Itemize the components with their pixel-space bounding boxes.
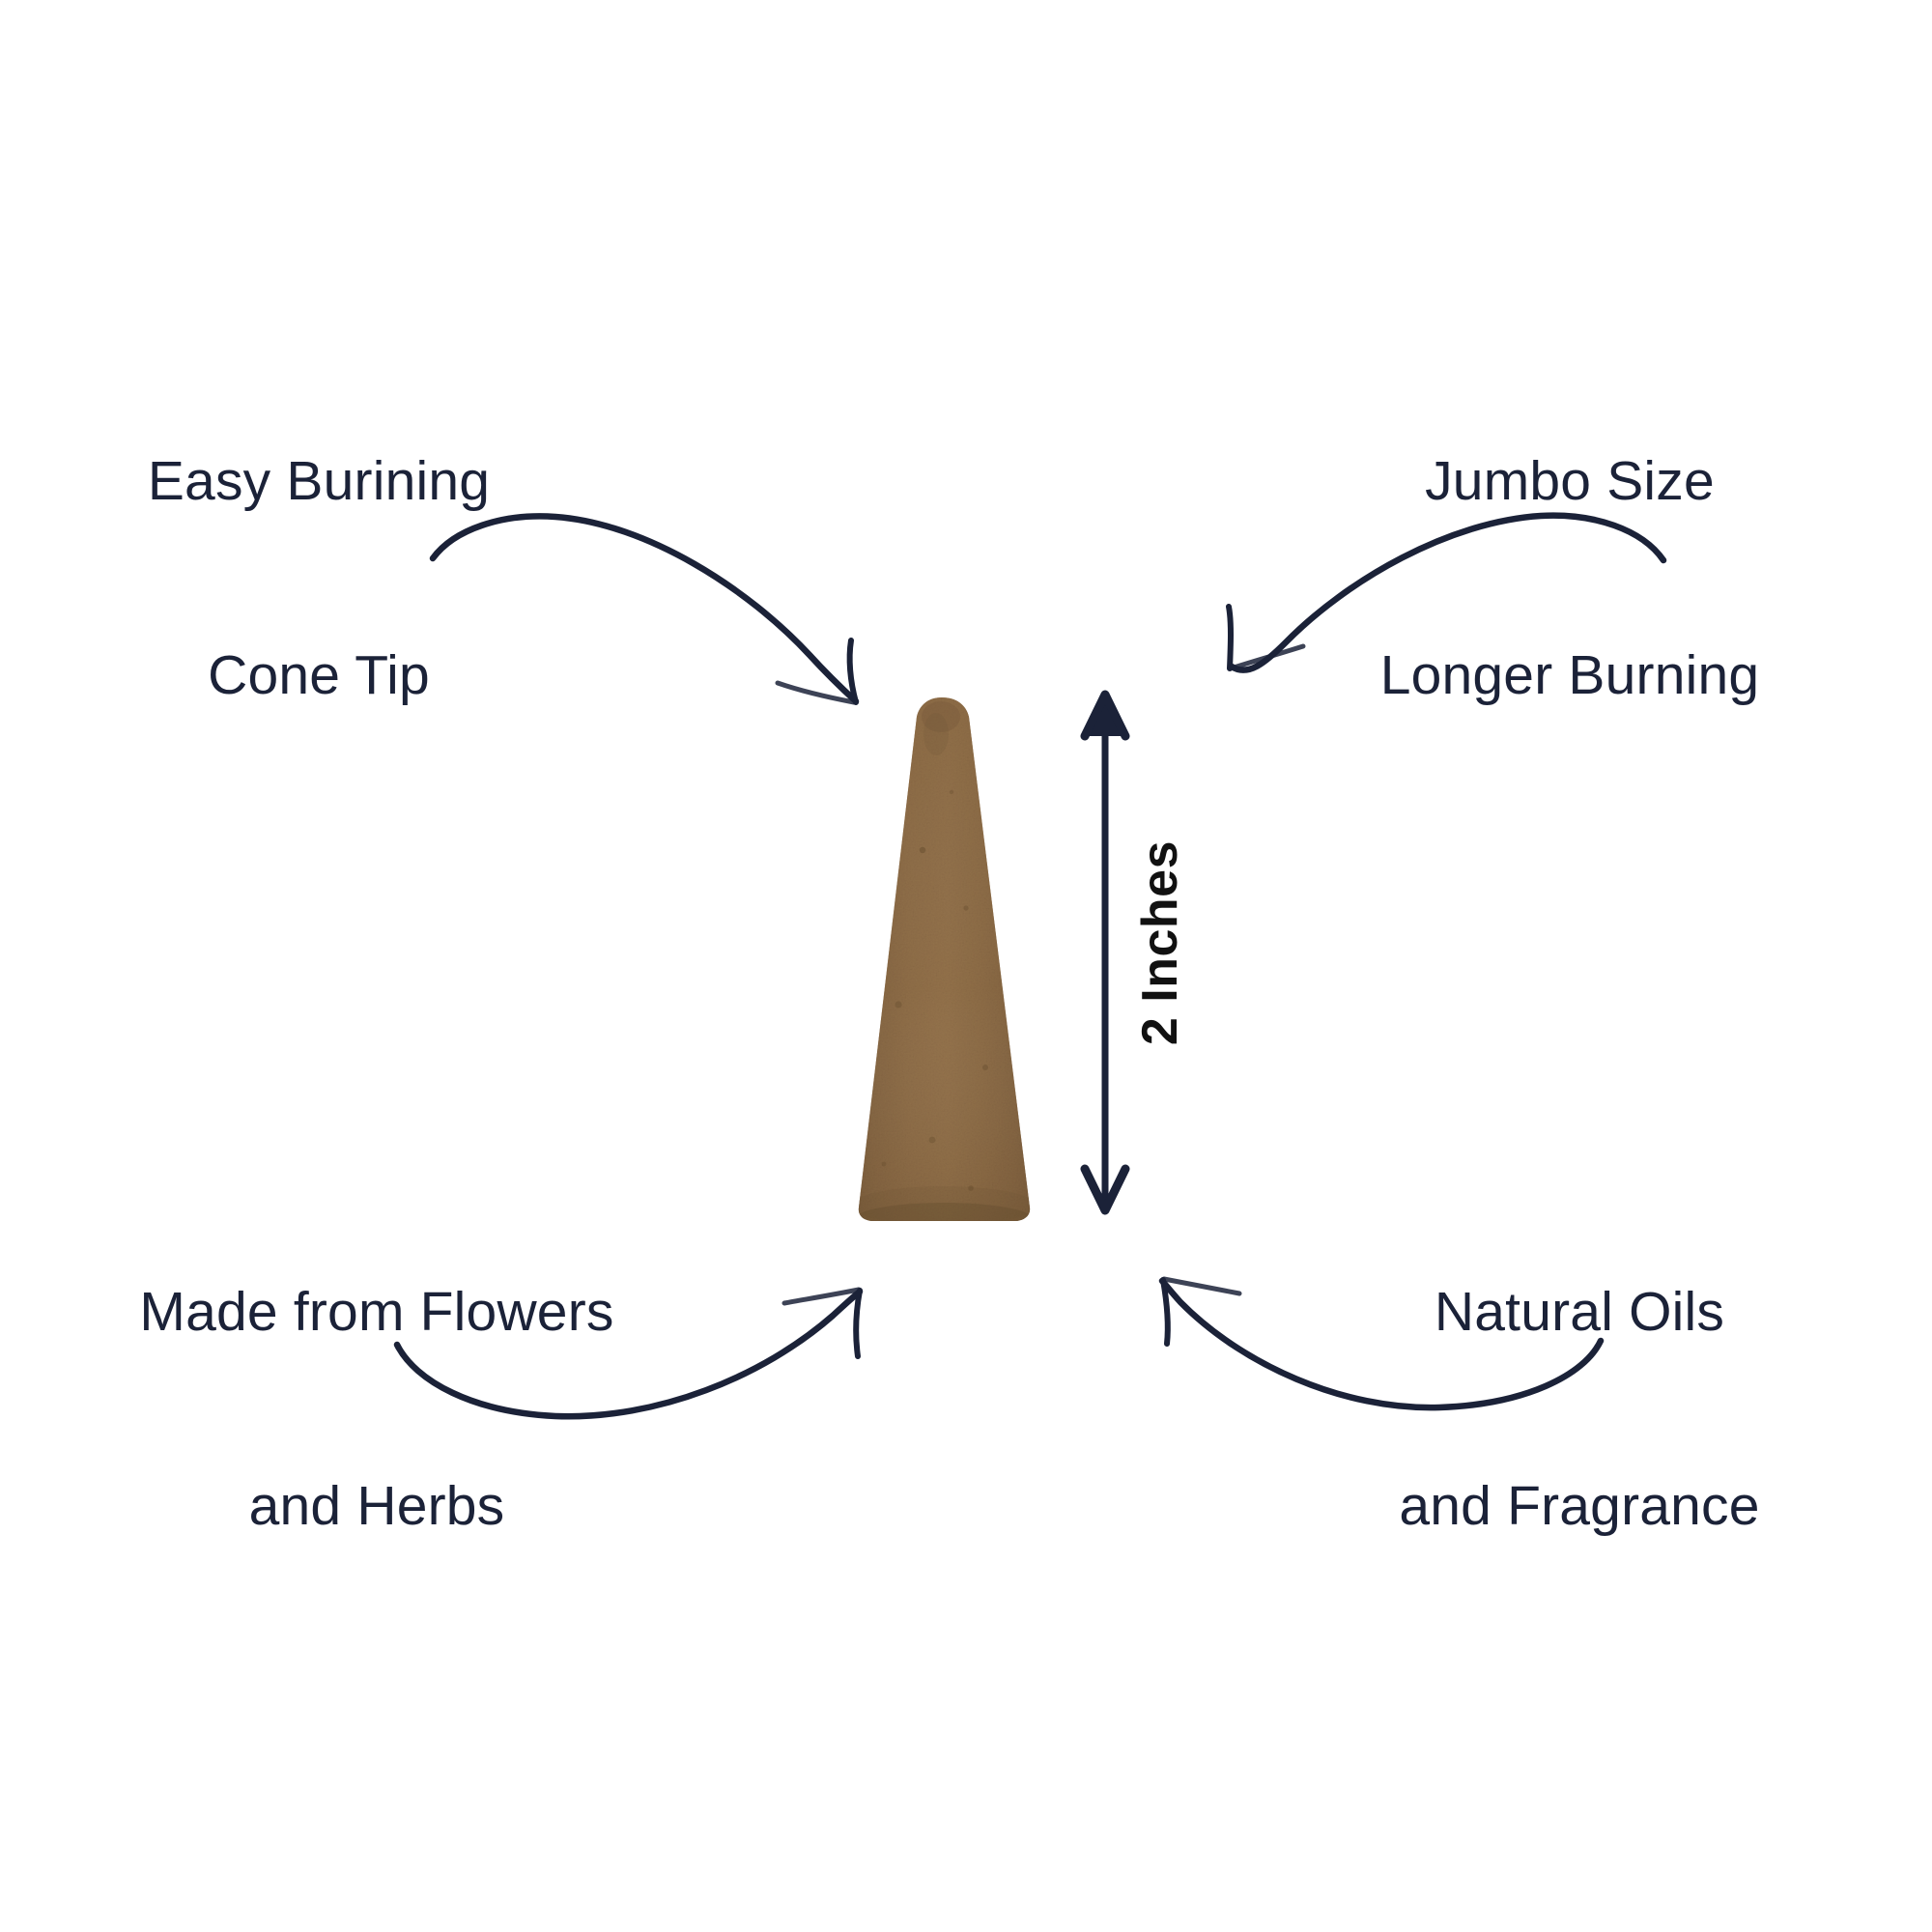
curved-arrow-top-left-barb-left <box>775 680 857 705</box>
curved-arrow-bottom-right <box>1158 1276 1605 1411</box>
curved-arrow-top-right-barb-right <box>1228 643 1306 671</box>
cone-tip-shadow <box>922 701 960 732</box>
callout-easy-burning-line-2: Cone Tip <box>208 644 430 707</box>
dimension-arrow-head-bottom <box>1080 1164 1130 1215</box>
dimension-label: 2 Inches <box>1132 840 1188 1046</box>
callout-made-from-flowers-and-herbs: Made from Flowers and Herbs <box>106 1150 647 1669</box>
curved-arrow-bottom-left-barb-down <box>853 1288 863 1359</box>
dimension-arrow-icon <box>1080 690 1130 1215</box>
callout-easy-burning: Easy Burining Cone Tip <box>116 319 522 838</box>
cone-tip-inner-shadow <box>923 713 949 755</box>
curved-arrow-bottom-left-barb-left <box>781 1287 862 1306</box>
curved-arrow-top-left <box>429 513 860 705</box>
callout-jumbo-size-line-2: Longer Burning <box>1379 644 1760 707</box>
curved-arrow-bottom-right-shaft <box>1158 1277 1605 1411</box>
cone-base-shadow <box>858 1203 1031 1221</box>
curved-arrow-bottom-left <box>393 1287 864 1420</box>
callout-natural-oils-line-2: and Fragrance <box>1399 1475 1760 1538</box>
callout-jumbo-size-line-1: Jumbo Size <box>1425 449 1715 512</box>
callout-jumbo-size: Jumbo Size Longer Burning <box>1343 319 1797 838</box>
callout-easy-burning-line-1: Easy Burining <box>147 449 491 512</box>
curved-arrow-bottom-right-barb-right <box>1161 1276 1242 1296</box>
curved-arrow-top-right-barb-up <box>1226 604 1234 671</box>
curved-arrow-bottom-right-barb-down <box>1160 1277 1171 1347</box>
curved-arrow-top-left-barb-up <box>846 638 859 705</box>
curved-arrow-top-left-shaft <box>429 513 860 705</box>
callout-natural-oils-line-1: Natural Oils <box>1434 1280 1725 1343</box>
callout-flowers-herbs-line-1: Made from Flowers <box>139 1280 614 1343</box>
callout-flowers-herbs-line-2: and Herbs <box>248 1475 505 1538</box>
callout-natural-oils-and-fragrance: Natural Oils and Fragrance <box>1352 1150 1806 1669</box>
cone-base-shadow-soft <box>858 1186 1031 1221</box>
curved-arrow-bottom-left-shaft <box>393 1288 864 1420</box>
curved-arrow-top-right <box>1226 512 1667 673</box>
dimension-arrow-head-top <box>1080 690 1130 741</box>
cone-grain-texture <box>858 697 1031 1221</box>
incense-cone <box>858 697 1031 1221</box>
